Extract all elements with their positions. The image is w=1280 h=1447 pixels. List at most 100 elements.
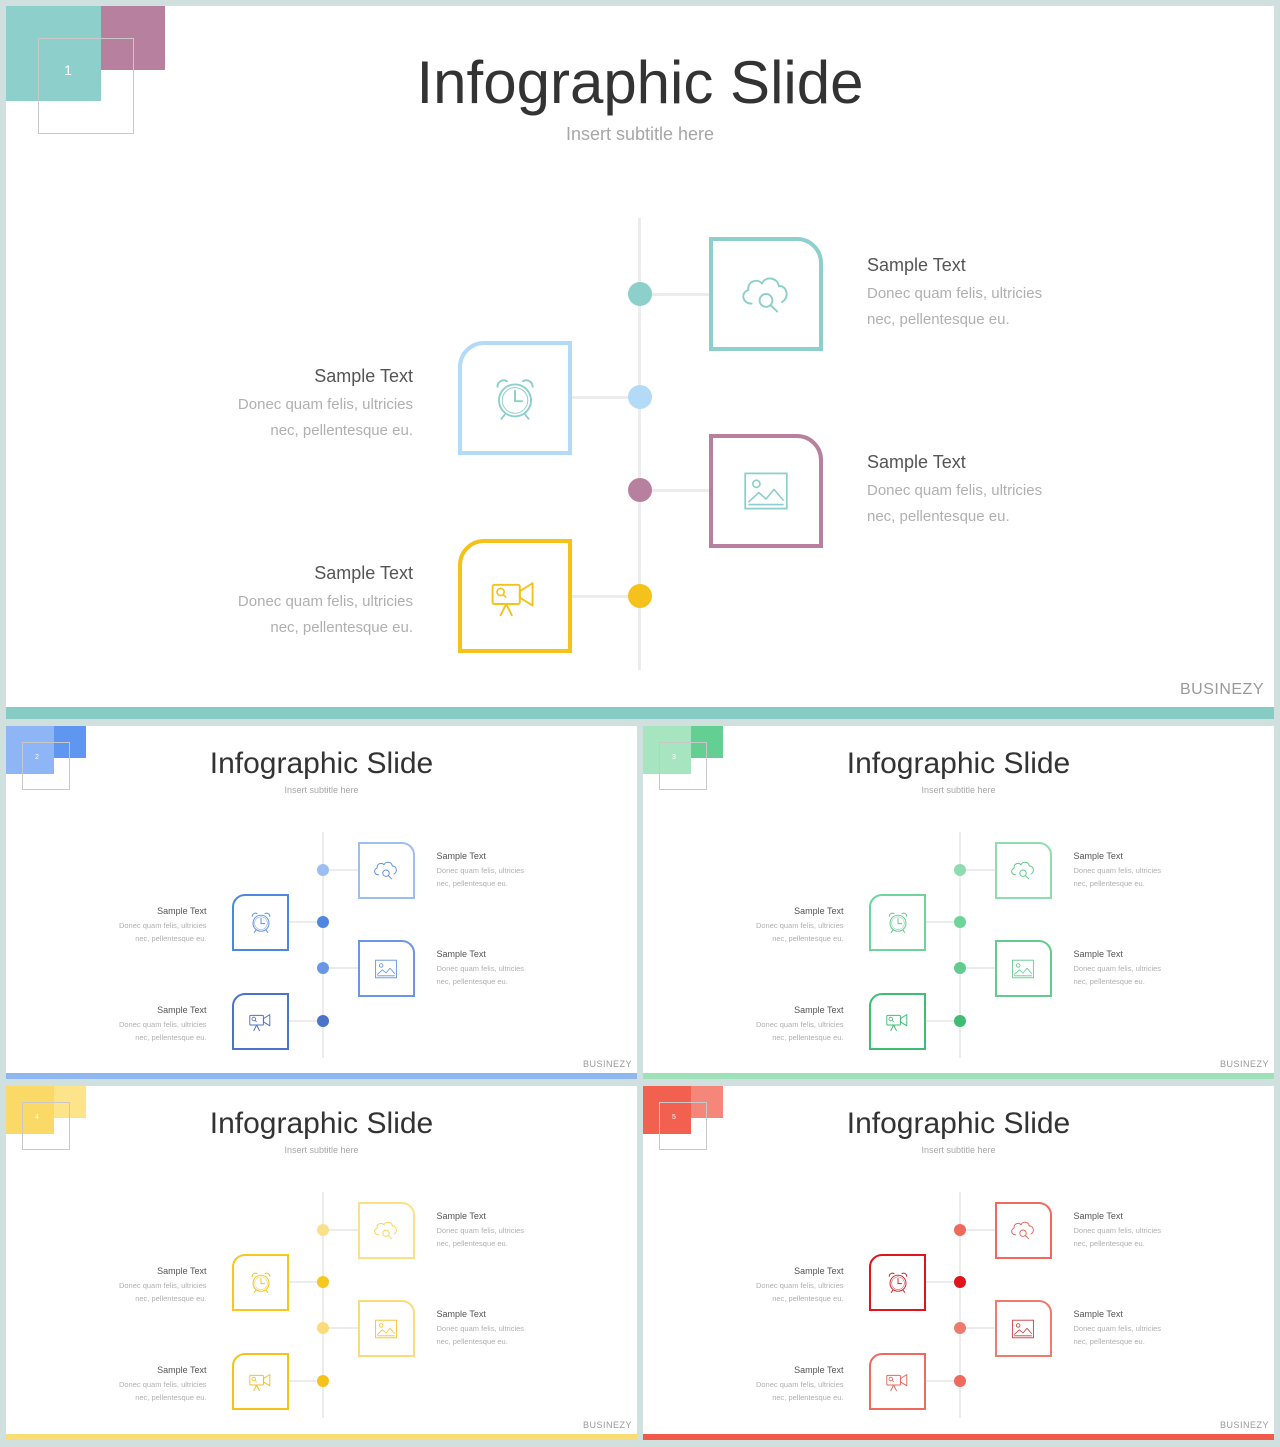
icon-box-video-camera[interactable] [869,992,926,1050]
timeline-dot [316,1275,329,1288]
item-description-line-2: nec, pellentesque eu. [436,1238,508,1248]
timeline-connector [639,293,709,296]
item-description-line-1: Donec quam felis, ultricies [118,921,207,930]
corner-accent-square [6,726,54,774]
page-subtitle: Insert subtitle here [921,785,996,795]
item-title: Sample Text [157,1004,207,1015]
page-subtitle: Insert subtitle here [284,1145,359,1155]
corner-outline-frame [38,38,134,134]
item-description-line-2: nec, pellentesque eu. [270,422,413,439]
icon-box-alarm-clock[interactable] [232,893,289,951]
icon-box-cloud-search[interactable] [709,237,823,351]
icon-box-image[interactable] [357,1300,415,1357]
image-icon [744,472,788,510]
timeline-connector [959,869,995,871]
cloud-search-icon [374,861,397,880]
item-description-line-1: Donec quam felis, ultricies [867,285,1043,302]
cloud-search-icon [374,1221,397,1240]
icon-box-alarm-clock[interactable] [458,341,572,455]
cloud-search-icon [1011,1221,1034,1240]
icon-box-image[interactable] [709,434,823,548]
item-title: Sample Text [867,255,966,275]
item-title: Sample Text [867,452,966,472]
slide-number: 4 [35,1114,39,1121]
item-description-line-2: nec, pellentesque eu. [436,977,508,986]
brand-logo: BUSINEZY [1179,681,1264,698]
image-icon [375,1319,397,1338]
corner-accent-square [6,1086,54,1134]
slide-number: 5 [672,1114,676,1121]
icon-box-alarm-clock[interactable] [869,1253,926,1311]
slide-accent-bar [643,1073,1274,1079]
item-title: Sample Text [314,366,413,386]
corner-accent-square [6,6,101,101]
icon-box-video-camera[interactable] [232,1352,289,1410]
corner-accent-square [643,1086,691,1134]
icon-box-cloud-search[interactable] [994,1201,1052,1259]
timeline-connector [289,1020,323,1022]
timeline-line [959,1192,961,1418]
timeline-dot [953,1375,966,1387]
page-subtitle: Insert subtitle here [284,785,359,795]
video-camera-icon [885,1374,907,1392]
item-description-line-1: Donec quam felis, ultricies [1073,865,1162,875]
video-camera-icon [248,1374,270,1392]
corner-outline-frame [22,742,70,790]
timeline-line [959,832,961,1058]
item-description-line-1: Donec quam felis, ultricies [436,865,525,875]
icon-box-alarm-clock[interactable] [869,893,926,951]
item-title: Sample Text [1073,1210,1123,1221]
icon-box-video-camera[interactable] [869,1352,926,1410]
slide-number: 3 [672,754,676,761]
item-description-line-1: Donec quam felis, ultricies [755,1379,844,1389]
image-icon [1012,959,1034,978]
timeline-dot [627,282,652,306]
item-title: Sample Text [436,949,486,959]
icon-box-alarm-clock[interactable] [232,1253,289,1311]
item-description-line-1: Donec quam felis, ultricies [118,1019,207,1029]
item-description-line-2: nec, pellentesque eu. [867,508,1010,525]
timeline-dot [316,1322,329,1334]
timeline-connector [289,1380,323,1382]
item-description-line-2: nec, pellentesque eu. [772,1294,844,1303]
timeline-connector [926,1280,960,1283]
page-title: Infographic Slide [846,747,1071,780]
page-title: Infographic Slide [209,1107,434,1140]
icon-box-cloud-search[interactable] [357,841,415,899]
timeline-dot [316,1015,329,1027]
item-title: Sample Text [314,563,413,583]
alarm-clock-icon [888,1272,907,1293]
item-description-line-2: nec, pellentesque eu. [772,1392,844,1402]
item-description-line-1: Donec quam felis, ultricies [1073,1324,1162,1333]
timeline-dot [316,915,329,928]
icon-box-video-camera[interactable] [458,539,572,653]
timeline-connector [572,396,640,399]
icon-box-video-camera[interactable] [232,992,289,1050]
page-title: Infographic Slide [846,1107,1071,1140]
item-description-line-2: nec, pellentesque eu. [772,1032,844,1042]
alarm-clock-icon [251,1272,270,1293]
icon-box-image[interactable] [994,940,1052,997]
alarm-clock-icon [251,912,270,933]
item-description-line-1: Donec quam felis, ultricies [436,1324,525,1333]
icon-box-cloud-search[interactable] [994,841,1052,899]
item-description-line-2: nec, pellentesque eu. [270,619,413,636]
item-description-line-1: Donec quam felis, ultricies [436,1225,525,1235]
cloud-search-icon [742,277,788,313]
item-title: Sample Text [436,1210,486,1221]
icon-box-image[interactable] [357,940,415,997]
item-title: Sample Text [794,1004,844,1015]
icon-box-image[interactable] [994,1300,1052,1357]
video-camera-icon [491,582,534,617]
item-description-line-2: nec, pellentesque eu. [436,878,508,888]
timeline-connector [959,967,995,969]
corner-outline-frame [659,1102,707,1150]
timeline-dot [627,584,652,608]
icon-box-cloud-search[interactable] [357,1201,415,1259]
item-title: Sample Text [157,1364,207,1375]
